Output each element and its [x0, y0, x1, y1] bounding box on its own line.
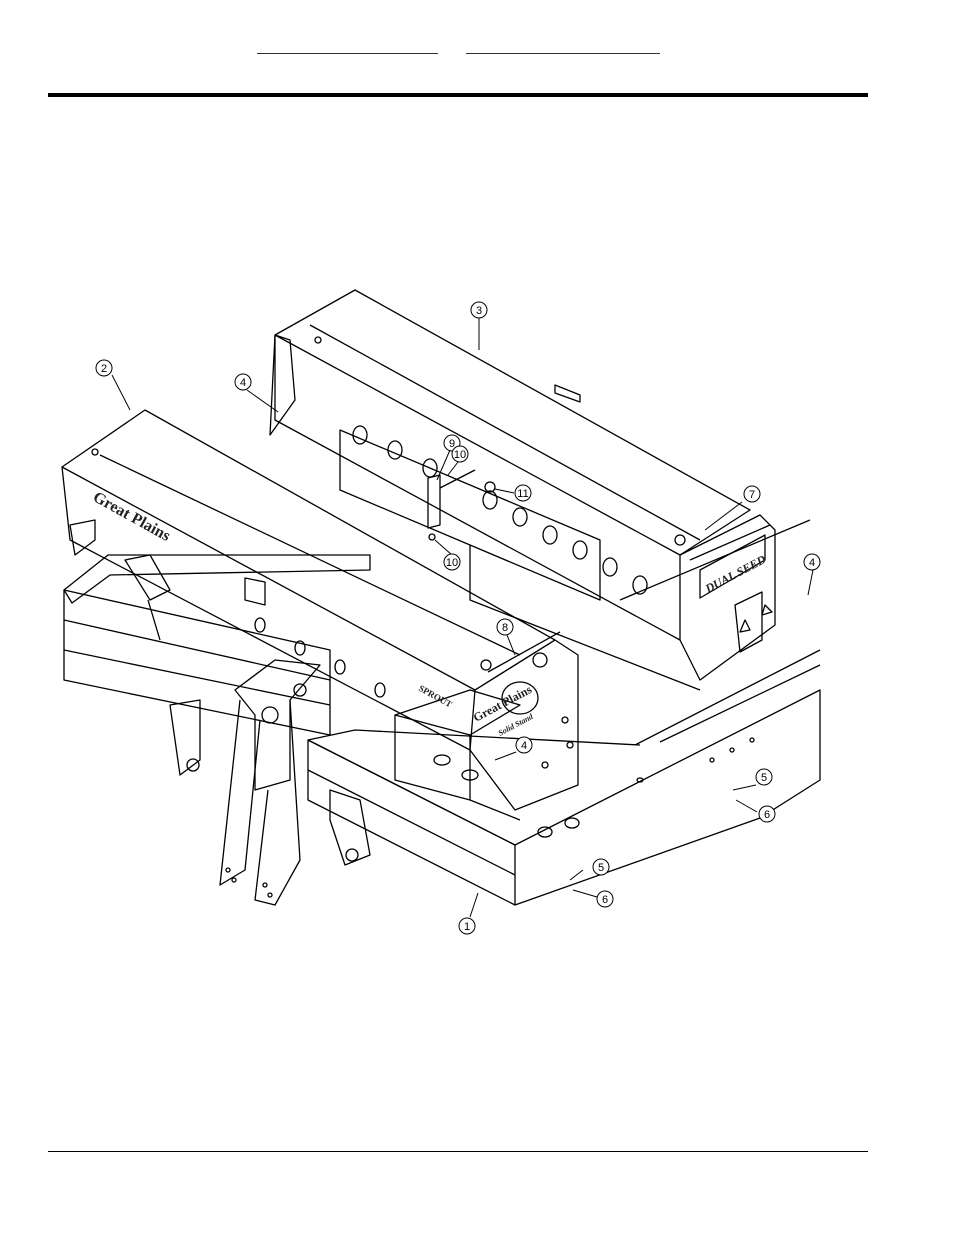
- callout-number-6b: 6: [602, 894, 608, 906]
- callout-number-8: 8: [502, 622, 508, 634]
- footer-rule: [48, 1151, 868, 1152]
- callout-number-3: 3: [476, 305, 482, 317]
- callout-number-1: 1: [464, 921, 470, 933]
- front-box-brand: Great Plains: [90, 489, 173, 545]
- callout-number-7: 7: [749, 489, 755, 501]
- callout-number-10b: 10: [446, 557, 458, 569]
- callout-number-2: 2: [101, 363, 107, 375]
- callout-number-4b: 4: [809, 557, 815, 569]
- rear-box-brand: DUAL SEED: [702, 552, 769, 596]
- callout-number-11: 11: [517, 488, 528, 500]
- hitch-arms: [170, 660, 370, 905]
- agitator-bracket: [428, 470, 495, 540]
- callout-number-5a: 5: [761, 772, 767, 784]
- callout-number-10a: 10: [454, 449, 466, 461]
- callout-number-4c: 4: [521, 740, 527, 752]
- front-seed-box: [62, 410, 578, 810]
- main-frame: [64, 430, 820, 905]
- callout-number-6a: 6: [764, 809, 770, 821]
- callout-number-4a: 4: [240, 377, 246, 389]
- callout-number-5b: 5: [598, 862, 604, 874]
